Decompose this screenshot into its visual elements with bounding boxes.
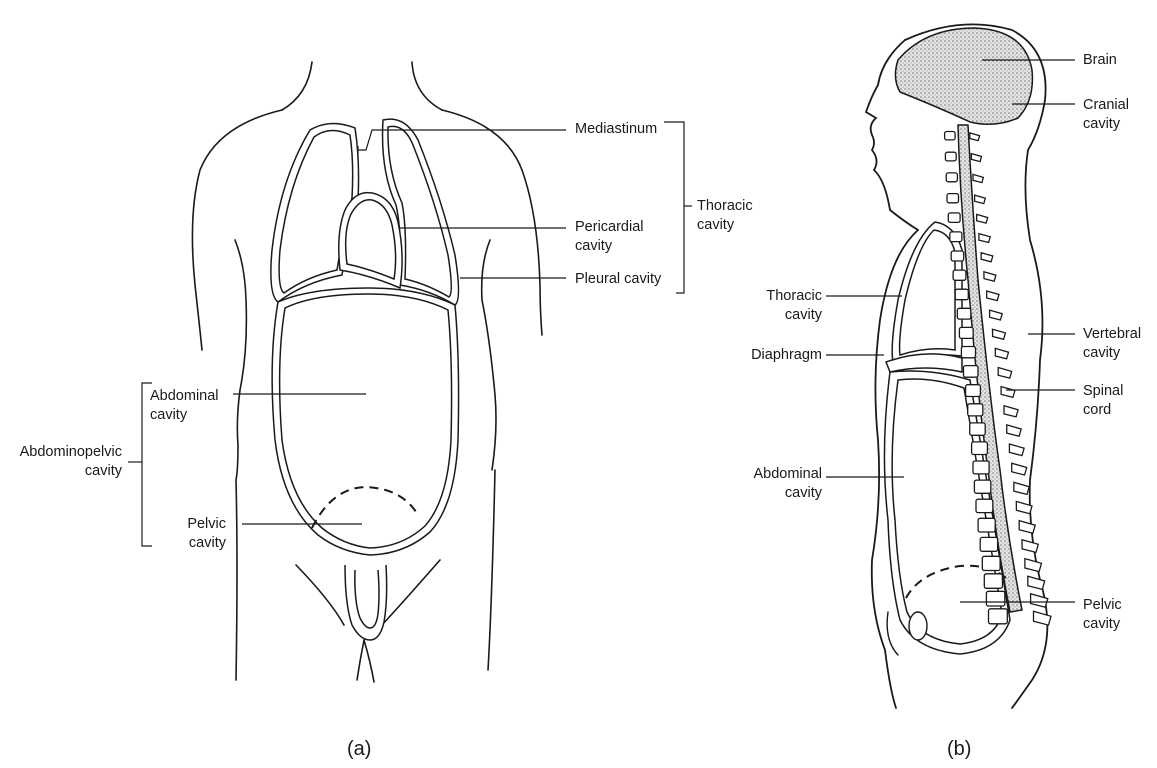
spinous-process (1028, 576, 1045, 589)
spinous-process (973, 174, 983, 182)
vertebra (989, 609, 1008, 624)
sagittal-cavities (884, 28, 1032, 654)
spinous-process (993, 329, 1006, 339)
vertebra (957, 308, 971, 319)
spinous-process (1009, 444, 1024, 456)
label-vertebral-cavity: Vertebral cavity (1083, 325, 1141, 363)
vertebra (950, 232, 962, 242)
spinous-process (981, 253, 993, 262)
vertebra (980, 537, 997, 551)
spinous-process (979, 234, 990, 243)
spinous-process (1012, 463, 1027, 475)
label-brain: Brain (1083, 51, 1117, 70)
vertebra (982, 556, 1000, 570)
label-diaphragm: Diaphragm (735, 346, 822, 365)
vertebra (976, 499, 993, 512)
vertebra (955, 289, 968, 300)
spinous-process (1001, 387, 1015, 398)
spinous-process (1007, 425, 1022, 436)
vertebra (972, 442, 988, 455)
label-abdominal-cavity-b: Abdominal cavity (732, 465, 822, 503)
spinous-process (990, 310, 1003, 320)
vertebra (959, 327, 973, 338)
vertebra (961, 347, 975, 358)
vertebra (945, 132, 956, 140)
vertebra (948, 213, 960, 223)
vertebra (964, 366, 979, 378)
vertebra (951, 251, 964, 261)
label-pelvic-cavity-b: Pelvic cavity (1083, 596, 1122, 634)
spinous-process (1019, 521, 1035, 534)
spinous-process (1004, 406, 1018, 417)
spinous-process (1014, 482, 1029, 494)
label-cranial-cavity: Cranial cavity (1083, 96, 1129, 134)
spinous-process (1022, 540, 1038, 553)
spinous-process (977, 214, 988, 223)
spinous-process (987, 291, 999, 301)
label-thoracic-cavity-b: Thoracic cavity (740, 287, 822, 325)
caption-a: (a) (347, 738, 371, 761)
genital-outline (345, 565, 387, 640)
label-abdominal-cavity-a: Abdominal cavity (150, 387, 219, 425)
vertebra (968, 404, 983, 416)
pelvic-organ-outline (909, 612, 927, 640)
spinous-process (998, 368, 1012, 379)
vertebra (946, 173, 957, 182)
spinous-process (970, 133, 980, 141)
vertebra (966, 385, 981, 397)
vertebra (978, 518, 995, 532)
vertebra (947, 194, 959, 203)
vertebra (986, 591, 1004, 606)
label-mediastinum: Mediastinum (575, 120, 657, 139)
vertebra (974, 480, 990, 493)
vertebra (970, 423, 986, 435)
label-abdominopelvic-cavity: Abdominopelvic cavity (4, 443, 122, 481)
spinous-process (995, 348, 1008, 358)
spinous-process (1031, 594, 1048, 608)
vertebra (973, 461, 989, 474)
spinous-process (975, 195, 986, 204)
spinous-process (984, 272, 996, 281)
vertebra (945, 152, 956, 161)
label-pleural-cavity: Pleural cavity (575, 270, 661, 289)
caption-b: (b) (947, 738, 971, 761)
vertebra (984, 574, 1002, 589)
spinous-process (1025, 559, 1042, 572)
label-pelvic-cavity-a: Pelvic cavity (170, 515, 226, 553)
label-thoracic-cavity-a: Thoracic cavity (697, 197, 753, 235)
vertebra (953, 270, 966, 280)
spinous-process (971, 154, 981, 162)
label-pericardial-cavity: Pericardial cavity (575, 218, 644, 256)
anterior-cavities (271, 119, 459, 555)
label-spinal-cord: Spinal cord (1083, 382, 1123, 420)
spinous-process (1034, 611, 1052, 625)
